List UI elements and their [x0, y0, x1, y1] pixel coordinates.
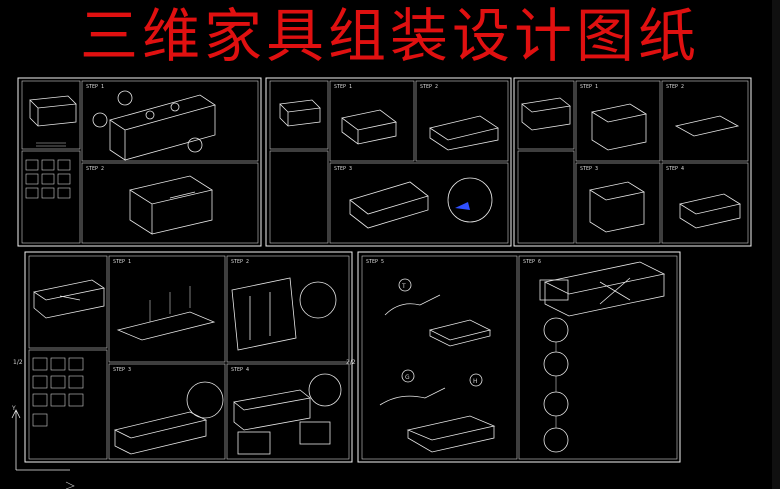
ucs-axis-icon: Y: [11, 405, 75, 489]
step-label: STEP 1: [113, 259, 131, 265]
step-label: STEP 3: [334, 166, 352, 172]
step-label: STEP 1: [86, 84, 104, 90]
step-label: STEP 2: [666, 84, 684, 90]
svg-text:Y: Y: [11, 405, 16, 412]
top-sheet-3: STEP 1 STEP 2 STEP 3 STEP 4: [513, 77, 752, 247]
sheet-number: 2/2: [346, 359, 356, 366]
bottom-sheet-1: STEP 1 STEP 2 STEP 3 STEP 4 1/2: [13, 251, 353, 463]
step-label: STEP 4: [666, 166, 684, 172]
step-label: STEP 2: [231, 259, 249, 265]
step-label: STEP 2: [420, 84, 438, 90]
step-label: STEP 6: [523, 259, 541, 265]
step-label: STEP 1: [334, 84, 352, 90]
step-label: STEP 3: [580, 166, 598, 172]
callout-letter: G: [405, 374, 410, 381]
callout-letter: T: [401, 283, 406, 290]
drawing-title: 三维家具组装设计图纸: [79, 2, 700, 70]
step-label: STEP 3: [113, 367, 131, 373]
top-sheet-1: STEP 1 STEP 2: [17, 77, 262, 247]
callout-letter: H: [473, 378, 478, 385]
right-scrollbar-edge: [772, 0, 780, 489]
step-label: STEP 5: [366, 259, 384, 265]
step-label: STEP 1: [580, 84, 598, 90]
top-sheet-2: STEP 1 STEP 2 STEP 3: [265, 77, 512, 247]
step-label: STEP 4: [231, 367, 249, 373]
step-label: STEP 2: [86, 166, 104, 172]
sheet-number: 1/2: [13, 359, 23, 366]
bottom-sheet-2: STEP 5 STEP 6 T G H 2/2: [346, 251, 681, 463]
